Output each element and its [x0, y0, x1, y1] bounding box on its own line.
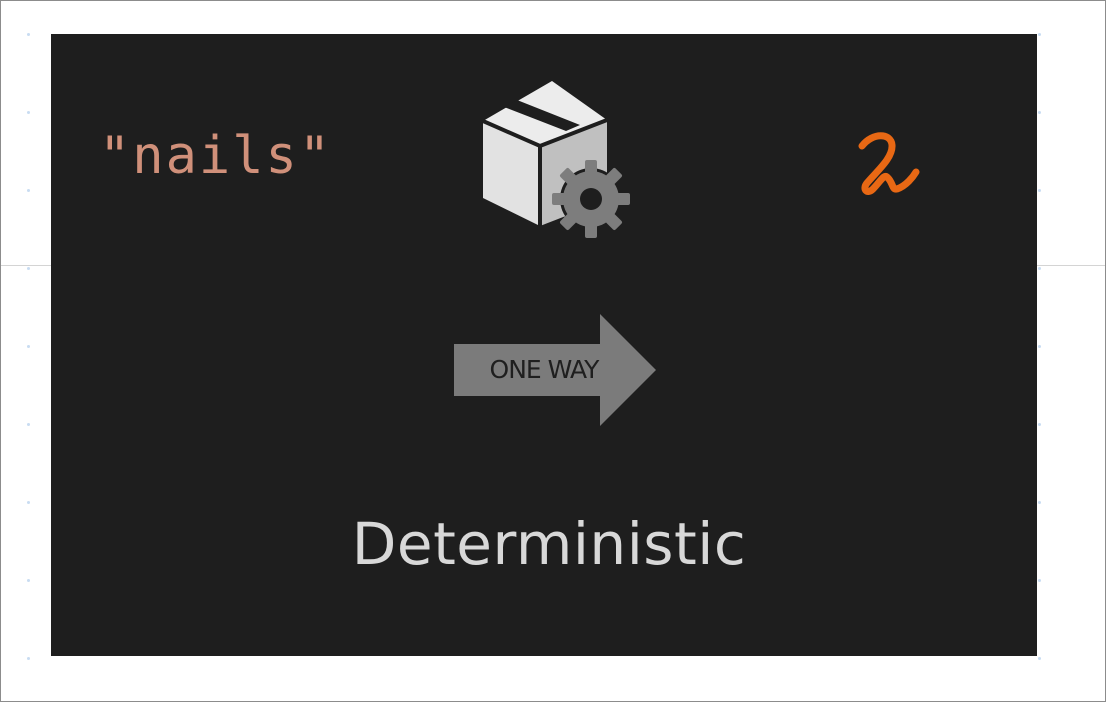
slide-title: Deterministic: [351, 510, 747, 578]
package-box-icon: [482, 81, 630, 238]
grid-dot: [1038, 111, 1041, 114]
grid-dot: [1038, 33, 1041, 36]
grid-dot: [27, 501, 30, 504]
gear-icon: [552, 160, 630, 238]
grid-dot: [1038, 579, 1041, 582]
grid-dot: [1038, 657, 1041, 660]
grid-dot: [27, 579, 30, 582]
grid-dot: [1038, 501, 1041, 504]
grid-dot: [27, 111, 30, 114]
grid-dot: [1038, 267, 1041, 270]
grid-dot: [27, 345, 30, 348]
slide-content: "nails": [51, 34, 1037, 656]
handwritten-2-annotation: [858, 132, 920, 195]
grid-dot: [1038, 189, 1041, 192]
one-way-arrow-icon: [454, 314, 656, 426]
grid-dot: [27, 33, 30, 36]
one-way-sign: ONE WAY: [454, 314, 658, 426]
grid-dot: [27, 189, 30, 192]
grid-dot: [27, 423, 30, 426]
grid-dot: [1038, 423, 1041, 426]
grid-dot: [27, 267, 30, 270]
grid-dot: [1038, 345, 1041, 348]
grid-dot: [27, 657, 30, 660]
one-way-label: ONE WAY: [489, 355, 600, 384]
quoted-word: "nails": [99, 126, 333, 186]
